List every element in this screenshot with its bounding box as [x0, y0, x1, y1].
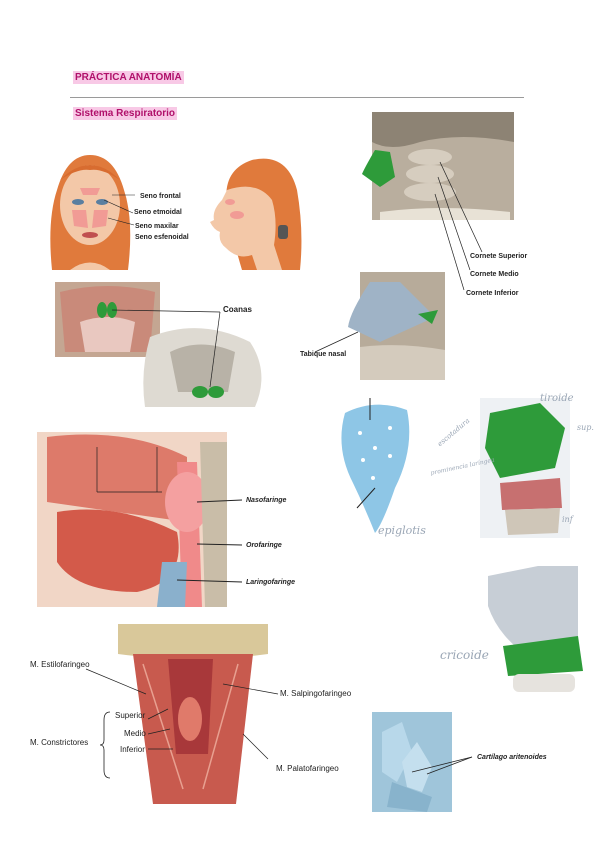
- handwritten-escotadura: escotadura: [436, 416, 472, 449]
- label-palatopharyngeus: M. Palatofaringeo: [276, 764, 339, 773]
- page-title: PRÁCTICA ANATOMÍA: [73, 71, 184, 84]
- handwritten-cricoid: cricoide: [440, 648, 489, 662]
- handwritten-inf: inf: [562, 515, 573, 524]
- label-arytenoid: Cartílago aritenoides: [477, 754, 547, 761]
- label-superior-turbinate: Cornete Superior: [470, 253, 528, 260]
- choanae-illustration: [55, 282, 262, 407]
- label-stylopharyngeus: M. Estilofaringeo: [30, 660, 90, 669]
- sinuses-illustration: [50, 155, 302, 270]
- handwritten-sup: sup.: [577, 423, 594, 432]
- section-subtitle: Sistema Respiratorio: [73, 107, 178, 120]
- cricoid-cartilage-illustration: [488, 566, 583, 692]
- label-laryngopharynx: Laringofaringe: [246, 579, 296, 586]
- thyroid-cartilage-illustration: [480, 398, 570, 538]
- label-inferior-turbinate: Cornete Inferior: [466, 290, 519, 297]
- label-middle-turbinate: Cornete Medio: [470, 271, 519, 278]
- constrictors-bracket: [99, 711, 111, 779]
- label-oropharynx: Orofaringe: [246, 542, 282, 549]
- label-constrictors: M. Constrictores: [30, 738, 89, 747]
- epiglottis-illustration: [341, 398, 410, 533]
- label-choanae: Coanas: [223, 305, 252, 314]
- label-maxillary-sinus: Seno maxilar: [135, 223, 179, 230]
- arytenoid-illustration: [372, 712, 473, 812]
- label-salpingopharyngeus: M. Salpingofaringeo: [280, 689, 352, 698]
- label-constrictor-middle: Medio: [124, 729, 146, 738]
- nasal-septum-illustration: [314, 272, 445, 380]
- label-nasopharynx: Nasofaringe: [246, 497, 287, 504]
- label-sphenoidal-sinus: Seno esfenoidal: [135, 234, 189, 241]
- label-constrictor-superior: Superior: [115, 711, 146, 720]
- header-divider: [70, 97, 524, 98]
- handwritten-epiglottis: epiglotis: [378, 524, 426, 537]
- handwritten-thyroid: tiroide: [540, 393, 574, 404]
- pharynx-muscles-illustration: [85, 624, 279, 804]
- label-ethmoidal-sinus: Seno etmoidal: [134, 209, 182, 216]
- pharynx-sagittal-illustration: [37, 432, 243, 607]
- turbinates-illustration: [362, 112, 514, 291]
- label-nasal-septum: Tabique nasal: [300, 351, 347, 358]
- label-constrictor-inferior: Inferior: [120, 745, 145, 754]
- label-frontal-sinus: Seno frontal: [140, 193, 181, 200]
